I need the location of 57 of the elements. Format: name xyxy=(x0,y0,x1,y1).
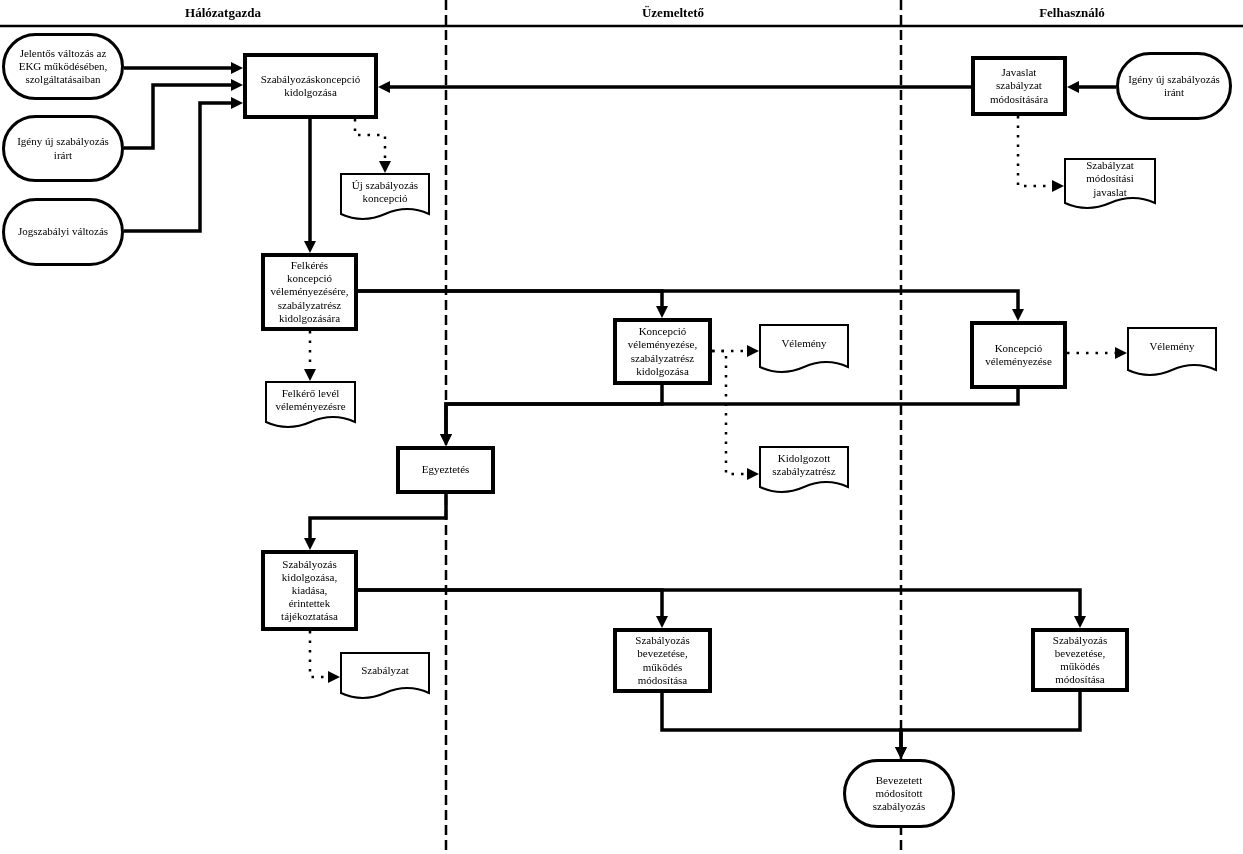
process-box xyxy=(261,253,358,331)
process-text: Szabályozás bevezetése, működés módosítása xyxy=(1051,633,1109,687)
document-text: Szabályzat xyxy=(361,664,409,678)
process-box xyxy=(1031,628,1129,692)
flow-arrow xyxy=(124,62,243,74)
flow-arrow xyxy=(304,494,448,550)
document-shape xyxy=(1064,158,1156,212)
document-shape xyxy=(1127,327,1217,379)
document-text: Felkérő levél véleményezésre xyxy=(274,386,347,414)
process-text: Szabályozás kidolgozása, kiadása, érintettek tájékoztatása xyxy=(280,557,339,624)
document-text: Vélemény xyxy=(781,337,827,351)
process-box xyxy=(396,446,495,494)
process-text: Egyeztetés xyxy=(421,463,470,477)
flow-arrow xyxy=(358,289,1024,321)
flow-arrow xyxy=(440,389,1020,446)
terminal-text: Jelentős változás az EKG működésében, szolgáltatásaiban xyxy=(17,46,109,87)
process-text: Szabályozáskoncepció kidolgozása xyxy=(259,72,362,100)
process-box xyxy=(613,628,712,693)
process-text: Szabályozás bevezetése, működés módosítása xyxy=(634,634,691,687)
process-box xyxy=(613,318,712,385)
process-text: Felkérés koncepció véleményezésére, szabályzatrész kidolgozására xyxy=(269,259,350,325)
dotted-arrow xyxy=(712,349,759,480)
lane-heading: Üzemeltető xyxy=(641,5,705,20)
process-box xyxy=(243,53,378,119)
terminal-text: Igény új szabályozás iránt xyxy=(1127,72,1221,100)
process-text: Koncepció véleményezése xyxy=(984,341,1053,369)
document-shape xyxy=(265,381,356,431)
flow-arrow xyxy=(378,81,971,93)
document-text: Vélemény xyxy=(1149,340,1195,354)
dotted-arrow xyxy=(353,119,391,173)
document-text: Kidolgozott szabályzatrész xyxy=(771,451,837,479)
terminal-text: Bevezetett módosított szabályozás xyxy=(871,773,927,814)
lane-heading: Hálózatgazda xyxy=(185,5,261,20)
flow-arrow xyxy=(124,79,243,150)
flow-arrow xyxy=(358,588,1086,628)
process-box xyxy=(970,321,1067,389)
process-text: Koncepció véleményezése, szabályzatrész kidolgozása xyxy=(626,325,699,378)
terminal-text: Igény új szabályozás irárt xyxy=(16,135,110,162)
terminal-text: Jogszabályi változás xyxy=(17,225,109,239)
process-box xyxy=(261,550,358,631)
document-shape xyxy=(759,446,849,496)
dotted-arrow xyxy=(1016,116,1064,192)
flow-arrow xyxy=(304,119,316,253)
dotted-arrow xyxy=(1067,347,1127,359)
lane-heading: Felhasználó xyxy=(1039,5,1105,20)
dotted-arrow xyxy=(308,631,340,683)
flow-arrow xyxy=(124,97,243,233)
dotted-arrow xyxy=(304,331,316,381)
document-shape xyxy=(340,652,430,702)
document-shape xyxy=(340,173,430,223)
document-shape xyxy=(759,324,849,376)
flow-arrow xyxy=(895,692,1082,759)
flow-arrow xyxy=(1067,81,1116,93)
process-box xyxy=(971,56,1067,116)
document-text: Új szabályozás koncepció xyxy=(350,178,420,206)
process-text: Javaslat szabályzat módosítására xyxy=(988,66,1049,106)
document-text: Szabályzat módosítási javaslat xyxy=(1085,159,1135,199)
